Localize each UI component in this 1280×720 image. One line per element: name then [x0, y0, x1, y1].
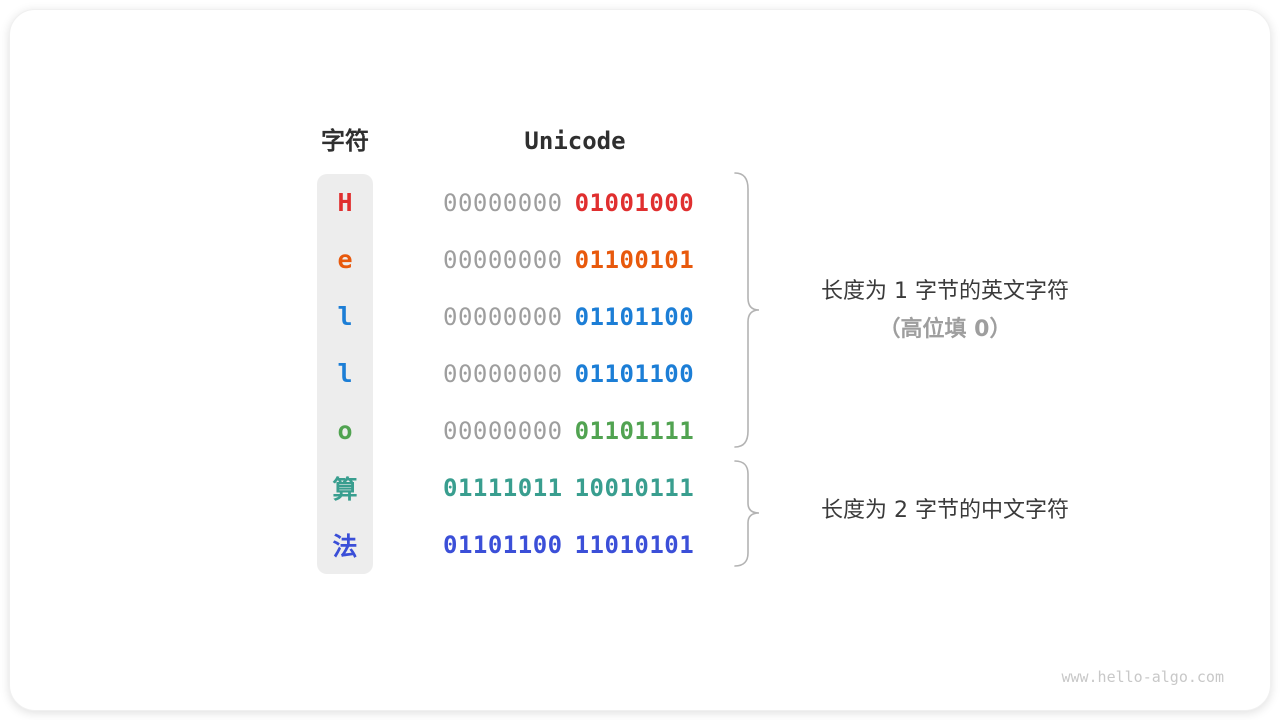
char-cell: o — [337, 416, 353, 445]
table-row: o 00000000 01101111 — [317, 402, 694, 459]
high-byte: 01101100 — [443, 530, 563, 559]
unicode-bytes: 01101100 11010101 — [443, 531, 694, 559]
table-row: l 00000000 01101100 — [317, 345, 694, 402]
high-byte: 01111011 — [443, 473, 563, 502]
high-byte: 00000000 — [443, 359, 563, 388]
diagram-card: 字符 Unicode H 00000000 01001000 e 00000000… — [9, 9, 1271, 711]
char-cell: l — [337, 359, 353, 388]
low-byte: 01101100 — [574, 302, 695, 331]
annotation-line: 长度为 1 字节的英文字符 — [821, 279, 1069, 304]
low-byte: 10010111 — [574, 473, 695, 502]
brace-chinese-group-icon — [734, 460, 760, 567]
low-byte: 11010101 — [574, 530, 695, 559]
annotation-line: 长度为 2 字节的中文字符 — [821, 498, 1069, 523]
high-byte: 00000000 — [443, 416, 563, 445]
char-cell: 算 — [332, 474, 358, 504]
character-column-background — [317, 174, 373, 574]
watermark-url: www.hello-algo.com — [1061, 668, 1224, 686]
low-byte: 01101111 — [574, 416, 695, 445]
table-row: 算 01111011 10010111 — [317, 459, 694, 516]
char-cell: e — [337, 245, 353, 274]
unicode-bytes: 01111011 10010111 — [443, 474, 694, 502]
annotation-chinese-chars: 长度为 2 字节的中文字符 — [780, 492, 1110, 530]
unicode-bytes: 00000000 01100101 — [443, 246, 694, 274]
high-byte: 00000000 — [443, 188, 563, 217]
unicode-bytes: 00000000 01101111 — [443, 417, 694, 445]
table-row: e 00000000 01100101 — [317, 231, 694, 288]
annotation-english-chars: 长度为 1 字节的英文字符 （高位填 0） — [780, 273, 1110, 349]
column-header-unicode: Unicode — [524, 127, 626, 155]
table-row: l 00000000 01101100 — [317, 288, 694, 345]
unicode-bytes: 00000000 01101100 — [443, 360, 694, 388]
high-byte: 00000000 — [443, 302, 563, 331]
table-row: 法 01101100 11010101 — [317, 516, 694, 573]
annotation-subline: （高位填 0） — [878, 317, 1012, 342]
char-cell: H — [337, 188, 353, 217]
brace-english-group-icon — [734, 172, 760, 448]
char-cell: 法 — [332, 531, 358, 561]
low-byte: 01101100 — [574, 359, 695, 388]
column-header-character: 字符 — [321, 127, 369, 155]
low-byte: 01001000 — [574, 188, 695, 217]
table-row: H 00000000 01001000 — [317, 174, 694, 231]
encoding-table: H 00000000 01001000 e 00000000 01100101 l … — [317, 174, 694, 573]
char-cell: l — [337, 302, 353, 331]
unicode-bytes: 00000000 01001000 — [443, 189, 694, 217]
low-byte: 01100101 — [574, 245, 695, 274]
unicode-bytes: 00000000 01101100 — [443, 303, 694, 331]
high-byte: 00000000 — [443, 245, 563, 274]
